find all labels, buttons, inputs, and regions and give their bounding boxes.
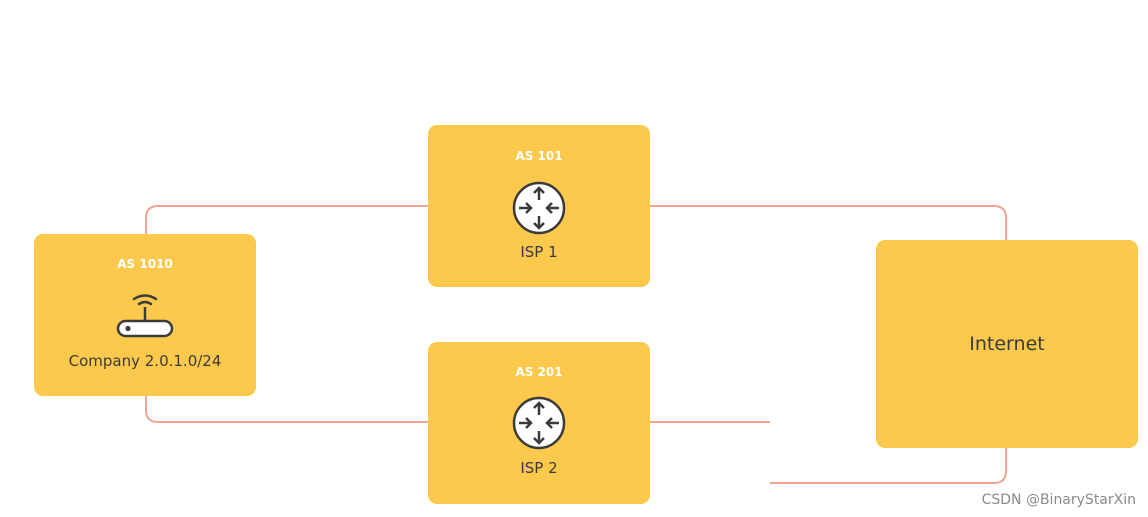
company-node: AS 1010 Company 2.0.1.0/24 — [34, 234, 256, 396]
watermark: CSDN @BinaryStarXin — [981, 492, 1136, 508]
router-icon — [512, 396, 566, 450]
isp2-node: AS 201 ISP 2 — [428, 342, 650, 504]
link-isp2-internet-lower — [770, 448, 1007, 484]
link-company-isp1 — [145, 205, 430, 234]
isp2-name-label: ISP 2 — [520, 459, 558, 477]
router-icon — [512, 181, 566, 235]
company-as-label: AS 1010 — [117, 257, 173, 271]
isp1-node: AS 101 ISP 1 — [428, 125, 650, 287]
internet-node: Internet — [876, 240, 1138, 448]
wifi-router-icon — [116, 294, 174, 338]
internet-name-label: Internet — [969, 333, 1045, 355]
link-isp1-internet — [650, 205, 1007, 242]
isp1-name-label: ISP 1 — [520, 243, 558, 261]
link-company-isp2 — [145, 394, 430, 423]
isp1-as-label: AS 101 — [515, 149, 563, 163]
company-name-label: Company 2.0.1.0/24 — [68, 352, 222, 370]
isp2-as-label: AS 201 — [515, 365, 563, 379]
